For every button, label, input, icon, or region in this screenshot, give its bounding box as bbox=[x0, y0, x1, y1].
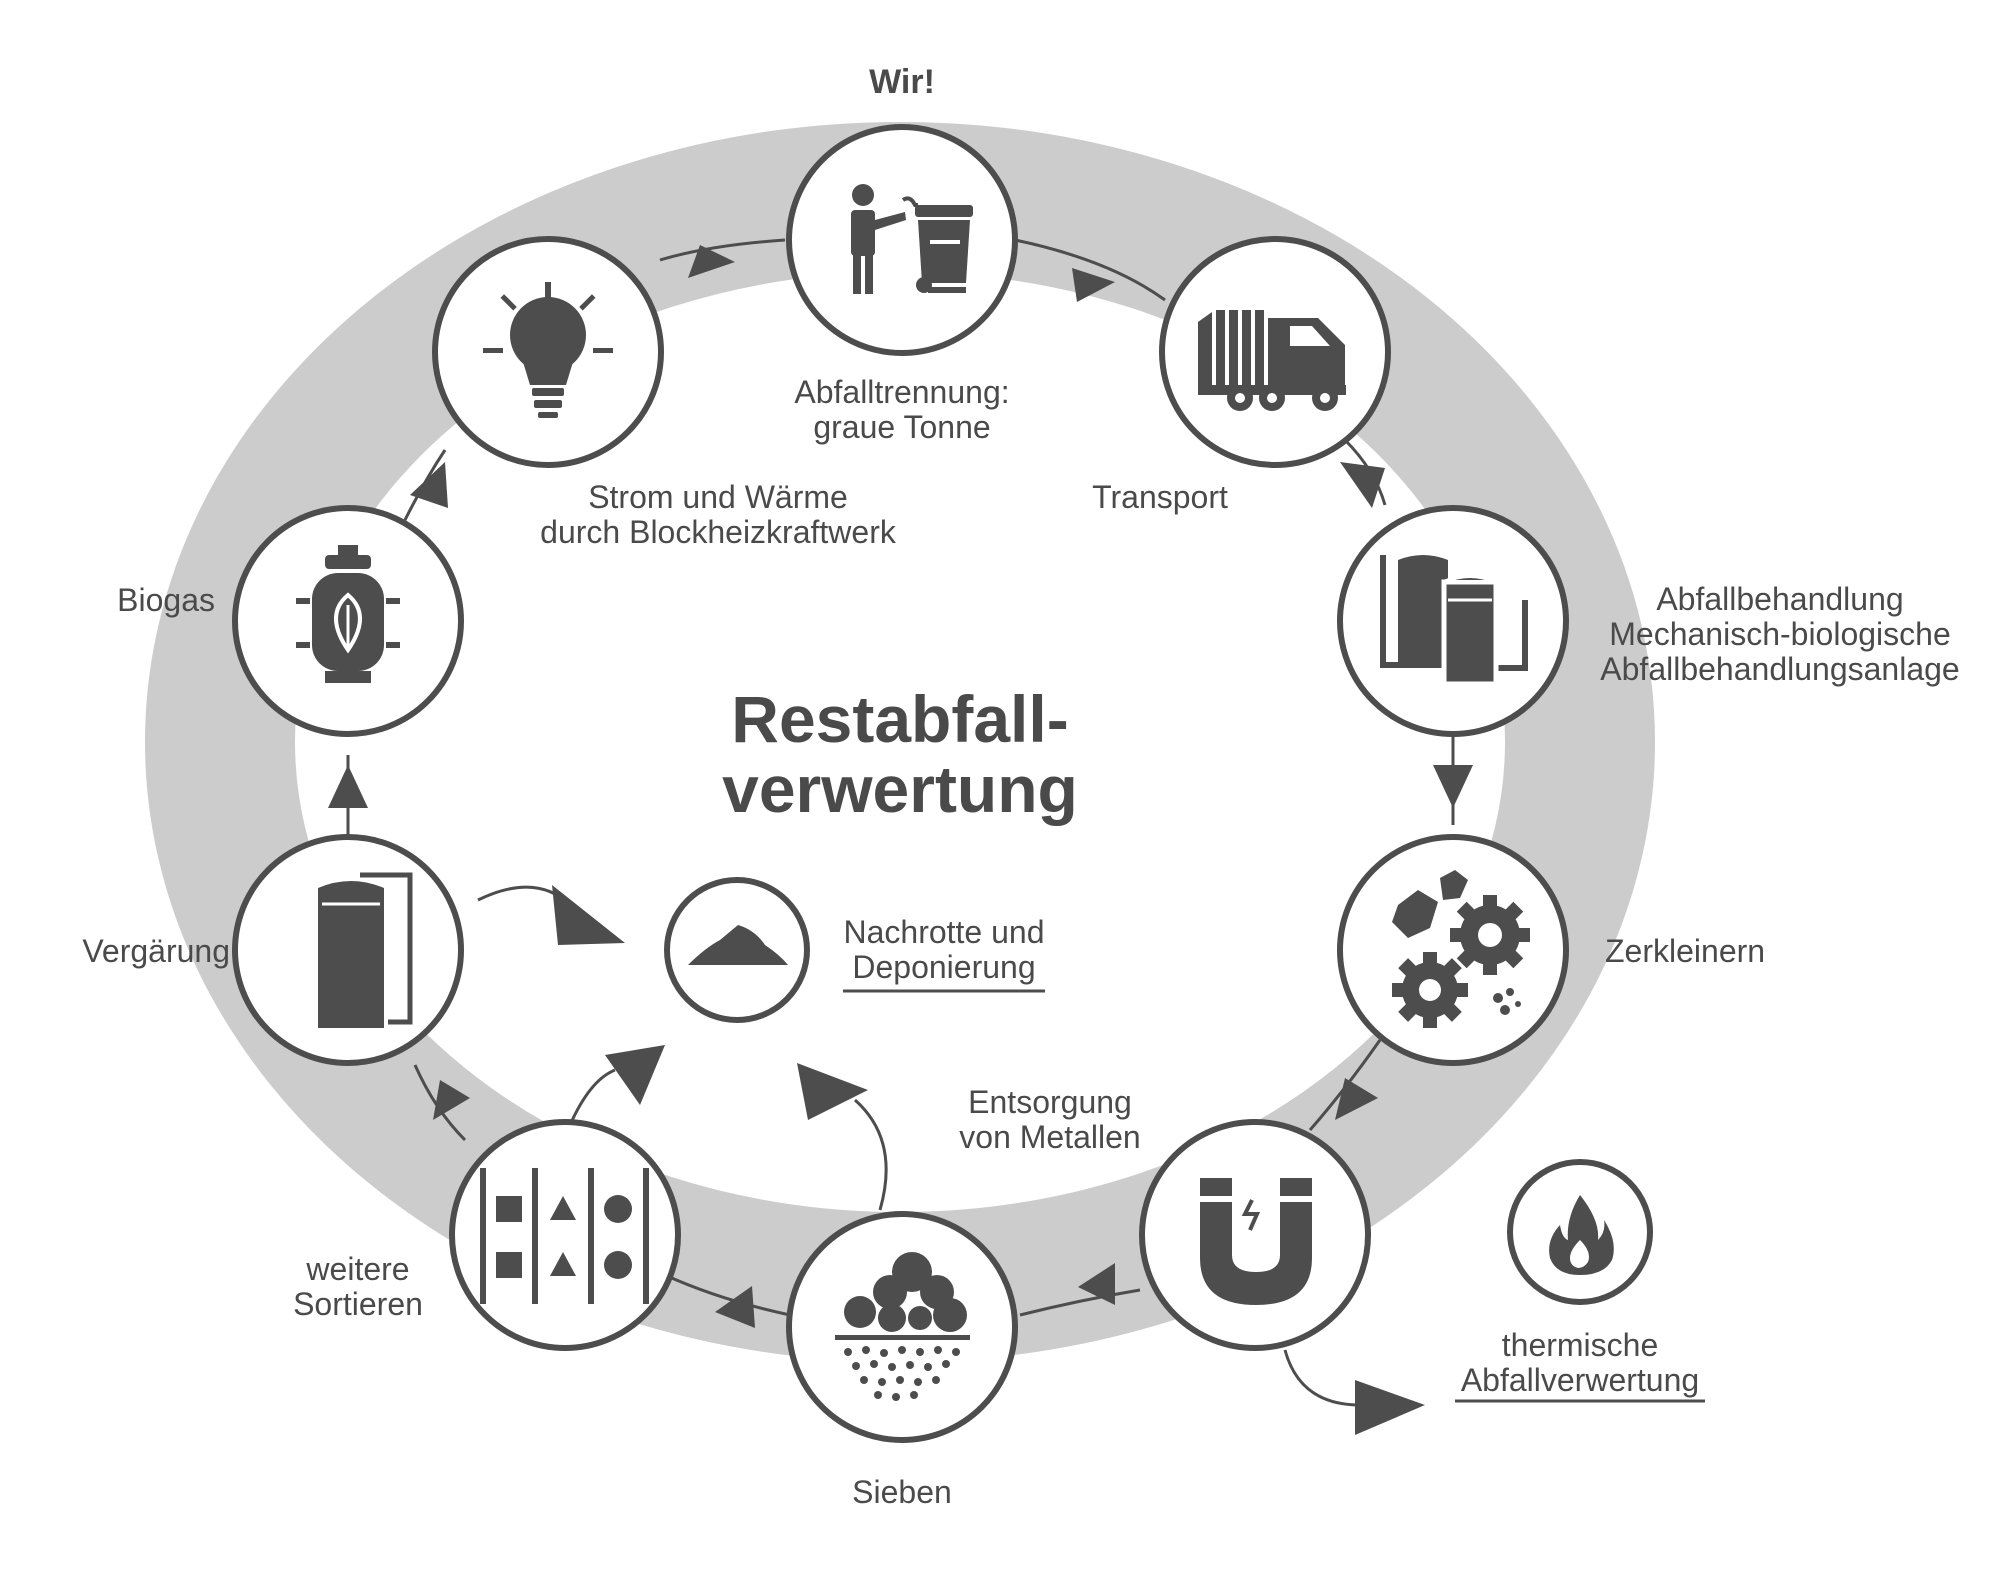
label-thermisch: thermische Abfallverwertung bbox=[1461, 1328, 1699, 1398]
label-metalle-line-1: Entsorgung bbox=[968, 1084, 1132, 1120]
arrow-to-transport bbox=[1072, 268, 1115, 302]
label-vergaerung: Vergärung bbox=[82, 934, 230, 969]
label-strom-line-1: Strom und Wärme bbox=[588, 479, 848, 515]
label-nachrotte: Nachrotte und Deponierung bbox=[843, 915, 1044, 985]
label-vergaerung-line-1: Vergärung bbox=[82, 933, 230, 969]
arrow-to-sortieren bbox=[715, 1286, 755, 1328]
label-thermisch-line-2: Abfallverwertung bbox=[1460, 1362, 1700, 1398]
arrow-to-metalle bbox=[1335, 1078, 1378, 1120]
sieve-icon bbox=[835, 1252, 970, 1401]
label-abfalltrennung-line-2: graue Tonne bbox=[813, 409, 991, 445]
magnet-icon bbox=[1200, 1178, 1312, 1305]
arrow-to-zerkleinern bbox=[1433, 765, 1473, 808]
label-transport-line-1: Transport bbox=[1092, 479, 1228, 515]
label-abfallbehandlung-line-3: Abfallbehandlungsanlage bbox=[1600, 651, 1960, 687]
cycle-arrowheads bbox=[328, 245, 1473, 1328]
label-abfallbehandlung-line-1: Abfallbehandlung bbox=[1656, 581, 1904, 617]
label-abfallbehandlung-line-2: Mechanisch-biologische bbox=[1609, 616, 1951, 652]
fermenter-tank-icon bbox=[318, 872, 413, 1028]
flame-icon bbox=[1549, 1195, 1614, 1275]
node-abfalltrennung bbox=[786, 124, 1018, 356]
label-biogas-line-1: Biogas bbox=[117, 582, 215, 618]
top-label: Wir! bbox=[869, 63, 935, 101]
label-metalle-line-2: von Metallen bbox=[959, 1119, 1141, 1155]
label-abfalltrennung: Abfalltrennung: graue Tonne bbox=[794, 375, 1009, 445]
arrow-to-thermisch bbox=[1355, 1380, 1425, 1435]
label-zerkleinern: Zerkleinern bbox=[1605, 934, 1765, 969]
arrow-to-abfalltrennung bbox=[688, 245, 735, 278]
center-title: Restabfall- verwertung bbox=[722, 684, 1078, 824]
garbage-truck-icon bbox=[1198, 310, 1346, 411]
treatment-plant-icon bbox=[1380, 555, 1528, 687]
label-sieben: Sieben bbox=[852, 1475, 952, 1510]
label-abfallbehandlung: Abfallbehandlung Mechanisch-biologische … bbox=[1600, 582, 1959, 687]
crusher-gears-icon bbox=[1392, 870, 1530, 1028]
node-sortieren bbox=[449, 1119, 681, 1351]
label-sortieren-line-2: Sortieren bbox=[293, 1286, 423, 1322]
label-thermisch-line-1: thermische bbox=[1501, 1327, 1659, 1363]
arrow-to-biogas bbox=[328, 765, 368, 808]
label-abfalltrennung-line-1: Abfalltrennung: bbox=[794, 374, 1010, 410]
arrow-to-vergaerung bbox=[433, 1080, 470, 1120]
center-title-line-1: Restabfall- bbox=[731, 682, 1069, 756]
label-nachrotte-line-2: Deponierung bbox=[852, 949, 1036, 985]
center-title-line-2: verwertung bbox=[722, 752, 1078, 826]
label-sieben-line-1: Sieben bbox=[852, 1474, 952, 1510]
node-zerkleinern bbox=[1337, 834, 1569, 1066]
label-strom: Strom und Wärme durch Blockheizkraftwerk bbox=[540, 480, 896, 550]
label-zerkleinern-line-1: Zerkleinern bbox=[1605, 933, 1766, 969]
arrow-to-abfallbehandlung bbox=[1340, 462, 1385, 508]
sorting-icon bbox=[480, 1168, 649, 1304]
label-sortieren-line-1: weitere bbox=[306, 1251, 410, 1287]
light-bulb-icon bbox=[483, 282, 613, 418]
label-strom-line-2: durch Blockheizkraftwerk bbox=[540, 514, 896, 550]
label-sortieren: weitere Sortieren bbox=[293, 1252, 423, 1322]
arrow-to-sieben bbox=[1078, 1263, 1115, 1305]
person-bin-icon bbox=[851, 184, 973, 294]
label-transport: Transport bbox=[1092, 480, 1228, 515]
side-output-arrows bbox=[477, 885, 1425, 1435]
node-metalle bbox=[1139, 1119, 1371, 1351]
label-biogas: Biogas bbox=[117, 583, 215, 618]
label-metalle: Entsorgung von Metallen bbox=[959, 1085, 1140, 1155]
gas-cylinder-leaf-icon bbox=[296, 545, 400, 683]
landfill-heap-icon bbox=[688, 925, 788, 965]
arrow-to-strom bbox=[410, 462, 448, 508]
label-nachrotte-line-1: Nachrotte und bbox=[843, 914, 1045, 950]
